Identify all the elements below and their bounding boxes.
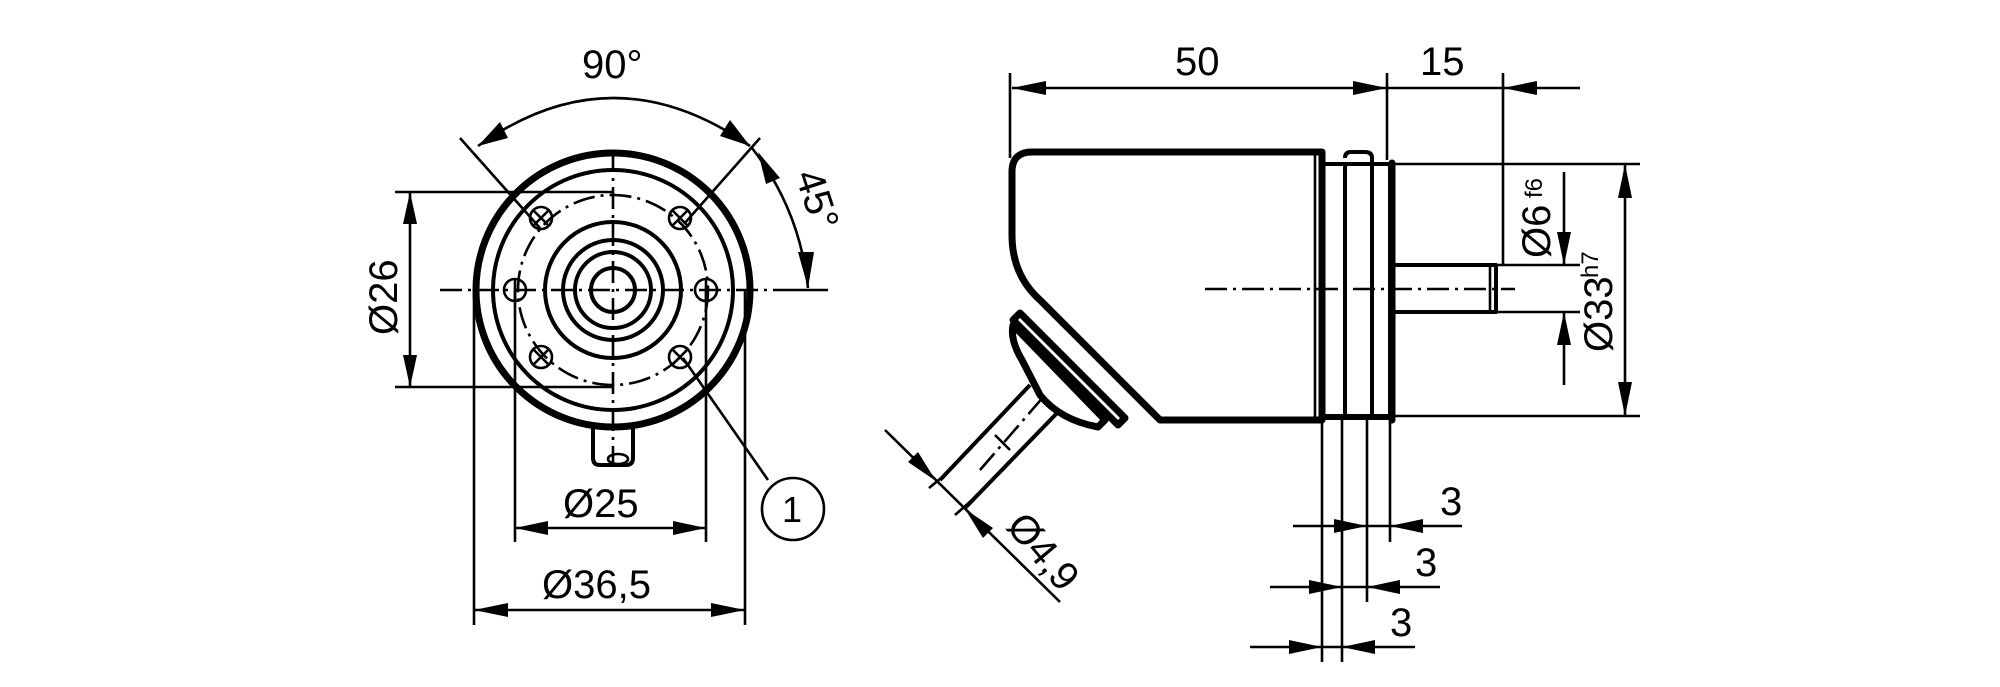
arrowhead — [1353, 81, 1387, 95]
side-view: Ø4,9 50 15 Ø33 h7 Ø6 f6 — [884, 40, 1640, 662]
dim-shaft-tolerance: f6 — [1521, 178, 1548, 198]
arrowhead — [1334, 519, 1367, 533]
dim-diameter-25: Ø25 — [563, 482, 639, 526]
arrowhead — [798, 252, 814, 288]
arrowhead — [1342, 640, 1375, 654]
arrowhead — [711, 603, 745, 617]
arrowhead — [1503, 81, 1537, 95]
angle-ref-line-right — [683, 137, 761, 225]
arrowhead — [673, 521, 706, 535]
cable-end — [606, 452, 630, 466]
gland-ring-1 — [1009, 309, 1129, 429]
dim-cable-diameter: Ø4,9 — [998, 505, 1087, 600]
dim-body-length: 50 — [1175, 40, 1220, 84]
mounting-hole-icon — [528, 205, 554, 231]
arrowhead — [965, 509, 993, 538]
arrowhead — [1618, 382, 1632, 416]
arrowhead — [1390, 519, 1423, 533]
dim-diameter-26: Ø26 — [362, 259, 406, 335]
callout-label: 1 — [782, 489, 802, 530]
dim-shaft-diameter: Ø6 — [1515, 205, 1559, 258]
cable-centerline — [979, 394, 1046, 471]
arrowhead — [720, 120, 750, 146]
arrowhead — [1309, 580, 1342, 594]
arrowhead — [1557, 232, 1571, 265]
arrowhead — [403, 355, 417, 387]
arrowhead — [1012, 81, 1046, 95]
arrowhead — [908, 452, 936, 481]
cable-edge-upper — [938, 383, 1032, 482]
callout-circle — [760, 476, 826, 542]
extension-tick — [928, 472, 947, 490]
arrowhead — [1289, 640, 1322, 654]
shaft — [1392, 263, 1498, 314]
dim-flange-step-1: 3 — [1440, 480, 1462, 524]
dim-flange-diameter: Ø33 — [1577, 276, 1621, 352]
arrowhead — [1557, 312, 1571, 345]
dim-flange-step-2: 3 — [1415, 541, 1437, 585]
arrowhead — [403, 192, 417, 224]
cable-mark — [994, 434, 1011, 451]
dim-flange-step-3: 3 — [1390, 601, 1412, 645]
dim-flange-tolerance: h7 — [1577, 251, 1604, 278]
arrowhead — [758, 152, 780, 184]
flange-step-2 — [1372, 162, 1392, 420]
mounting-hole-icon — [528, 344, 554, 370]
encoder-body — [1008, 148, 1326, 424]
angle-ref-line-left — [459, 137, 541, 229]
arrowhead — [515, 521, 548, 535]
angle-arc-90 — [477, 96, 751, 148]
extension-tick — [954, 499, 973, 516]
front-view: 90° 45° Ø26 Ø25 Ø36,5 1 — [362, 43, 847, 625]
dim-angle-90: 90° — [582, 43, 643, 87]
flange-collar — [1343, 150, 1374, 420]
cable-stub — [591, 427, 635, 467]
callout-leader — [681, 357, 770, 481]
arrowhead — [1367, 580, 1400, 594]
arrowhead — [1618, 164, 1632, 198]
arrowhead — [474, 603, 508, 617]
cable-edge-lower — [963, 408, 1062, 510]
arrowhead — [478, 122, 508, 146]
dim-angle-45: 45° — [786, 164, 847, 235]
dim-diameter-36-5: Ø36,5 — [542, 563, 651, 607]
gland-ring-2 — [1008, 321, 1109, 431]
dim-shaft-length: 15 — [1420, 40, 1465, 84]
